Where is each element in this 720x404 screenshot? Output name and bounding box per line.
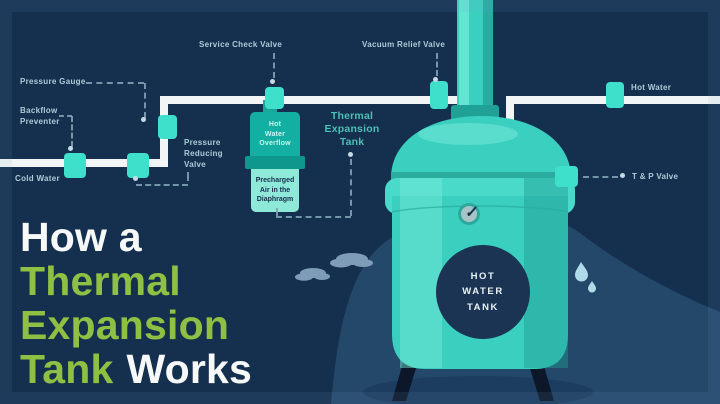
vacuum-relief-valve-label: Vacuum Relief Valve [362, 40, 446, 49]
hot-water-label: Hot Water [631, 83, 672, 92]
callout-line [86, 82, 144, 84]
callout-line [59, 115, 72, 117]
flue-shade [483, 0, 493, 120]
cloud-icon [295, 268, 330, 281]
droplet-icon [575, 262, 588, 282]
callout-line [276, 216, 351, 218]
callout-line [273, 53, 275, 78]
callout-line [276, 208, 278, 216]
tp-valve [555, 166, 578, 187]
backflow-preventer-valve [64, 153, 86, 178]
title-line-4: Tank Works [20, 347, 252, 391]
expansion-tank-bottom-section: Precharged Air in the Diaphragm [251, 169, 299, 212]
droplet-icon [588, 281, 596, 293]
body-shade [524, 178, 568, 368]
pressure-reducing-valve [127, 153, 149, 178]
title-line-2: Thermal [20, 258, 181, 304]
pressure-gauge-valve [158, 115, 177, 139]
cold-water-label: Cold Water [15, 174, 60, 183]
backflow-preventer-label: Backflow Preventer [20, 106, 60, 126]
vacuum-relief-valve [430, 81, 448, 109]
callout-line [71, 116, 73, 147]
pressure-reducing-valve-label: Pressure Reducing Valve [184, 138, 223, 169]
hot-water-tank-label: HOT WATER TANK [462, 271, 504, 313]
callout-dot [348, 152, 353, 157]
hot-water-valve [606, 82, 624, 108]
cloud-icon [330, 253, 373, 268]
callout-line [144, 83, 146, 118]
dome-rim [391, 172, 571, 182]
service-check-valve-label: Service Check Valve [199, 40, 283, 49]
service-check-valve [265, 87, 284, 109]
hot-water-tank [385, 0, 578, 401]
callout-line [187, 172, 189, 181]
callout-line [583, 176, 618, 178]
title-tank-word: Tank [20, 346, 114, 392]
expansion-tank-top-label: Hot Water Overflow [259, 121, 291, 148]
title-line-3: Expansion [20, 302, 230, 348]
tp-valve-label: T & P Valve [632, 172, 679, 181]
callout-line [350, 159, 352, 216]
gauge-icon [458, 203, 480, 225]
pressure-gauge-label: Pressure Gauge [20, 77, 86, 86]
callout-line [436, 53, 438, 76]
page-title: How a Thermal Expansion Tank Works [20, 215, 252, 391]
callout-dot [433, 77, 438, 82]
callout-dot [68, 146, 73, 151]
callout-dot [270, 79, 275, 84]
title-works-word: Works [126, 346, 253, 392]
hot-water-riser-pipe [506, 96, 514, 136]
callout-dot [620, 173, 625, 178]
expansion-tank-bottom-label: Precharged Air in the Diaphragm [255, 177, 295, 204]
body-seam [391, 205, 569, 213]
callout-dot [141, 117, 146, 122]
dome-highlight [418, 123, 518, 145]
expansion-tank-flange [245, 156, 305, 169]
thermal-expansion-tank-label: Thermal Expansion Tank [324, 110, 380, 149]
callout-line [136, 184, 188, 186]
expansion-tank-top-section: Hot Water Overflow [250, 112, 300, 157]
callout-dot [133, 176, 138, 181]
title-line-1: How a [20, 214, 142, 260]
hot-water-tank-badge: HOT WATER TANK [436, 245, 530, 339]
flue-highlight [459, 0, 469, 120]
top-supply-pipe [160, 96, 470, 104]
